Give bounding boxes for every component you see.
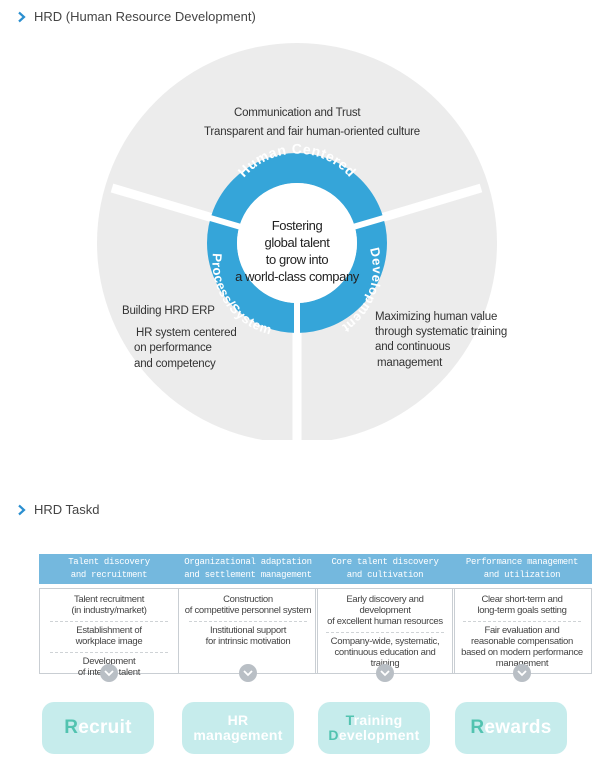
column-header-line: and cultivation <box>346 570 424 580</box>
pill-label: Training <box>318 713 430 728</box>
center-line: to grow into <box>266 252 329 267</box>
item-line: Institutional support <box>209 625 287 636</box>
section-title-hrd: HRD (Human Resource Development) <box>16 9 256 24</box>
item-line: management <box>457 658 587 669</box>
pill-training-development: Training Development <box>318 702 430 754</box>
item-line: (in industry/market) <box>71 605 147 616</box>
hrd-circle-diagram: Human Centered Development Process/Syste… <box>97 43 497 440</box>
item-line: continuous education and training <box>334 647 436 669</box>
list-item: Construction of competitive personnel sy… <box>179 594 317 619</box>
list-item: Institutional support for intrinsic moti… <box>179 625 317 650</box>
pill-label: Rewards <box>455 717 567 739</box>
chevron-down-icon <box>100 664 118 682</box>
chevron-down-icon <box>513 664 531 682</box>
item-line: Fair evaluation and <box>484 625 560 636</box>
column-header: Talent discovery and recruitment <box>39 554 179 584</box>
center-line: Fostering <box>272 218 323 233</box>
divider <box>50 652 168 653</box>
right-segment-line: through systematic training <box>375 326 508 338</box>
column-header-line: Talent discovery <box>68 557 150 567</box>
pill-rest: raining <box>353 712 403 728</box>
task-column-rewards: Performance management and utilization C… <box>452 554 592 682</box>
task-column-recruit: Talent discovery and recruitment Talent … <box>39 554 179 682</box>
list-item: Early discovery and development of excel… <box>316 594 454 630</box>
list-item: Talent recruitment (in industry/market) <box>40 594 178 619</box>
center-line: global talent <box>265 235 331 250</box>
chevron-down-icon <box>239 664 257 682</box>
chevron-right-icon <box>18 504 26 515</box>
item-line: based on modern performance <box>461 647 583 658</box>
left-segment-line: on performance <box>134 342 212 354</box>
column-body: Construction of competitive personnel sy… <box>178 588 318 682</box>
column-body: Talent recruitment (in industry/market) … <box>39 588 179 682</box>
item-line: Talent recruitment <box>73 594 145 605</box>
item-line: long-term goals setting <box>477 605 567 616</box>
pill-initial: R <box>64 717 79 738</box>
column-header: Organizational adaptation and settlement… <box>178 554 318 584</box>
column-header-line: and settlement management <box>184 570 312 580</box>
column-header-line: Organizational adaptation <box>184 557 312 567</box>
column-header-line: and recruitment <box>70 570 148 580</box>
right-segment-line: management <box>377 357 443 369</box>
column-header-line: Core talent discovery <box>331 557 439 567</box>
column-header: Performance management and utilization <box>452 554 592 584</box>
chevron-down-icon <box>376 664 394 682</box>
right-segment-line: Maximizing human value <box>375 311 498 323</box>
pill-recruit: Recruit <box>42 702 154 754</box>
divider <box>463 621 581 622</box>
divider <box>189 621 307 622</box>
pill-hr-management: HR management <box>182 702 294 754</box>
chevron-right-icon <box>18 11 26 22</box>
center-line: a world-class company <box>235 269 360 284</box>
item-line: reasonable compensation <box>471 636 573 647</box>
list-item: Company-wide, systematic, continuous edu… <box>316 636 454 672</box>
pill-rest: ecruit <box>78 717 132 738</box>
left-segment-line: HR system centered <box>136 327 237 339</box>
pill-rest: evelopment <box>338 727 420 743</box>
list-item: Fair evaluation and reasonable compensat… <box>453 625 591 672</box>
item-line: Establishment of <box>76 625 142 636</box>
right-segment-line: and continuous <box>375 341 451 353</box>
item-line: Early discovery and development <box>346 594 424 616</box>
top-segment-line: Communication and Trust <box>234 107 361 119</box>
top-segment-line: Transparent and fair human-oriented cult… <box>204 126 420 138</box>
item-line: for intrinsic motivation <box>205 636 291 647</box>
pill-line: HR <box>227 712 249 728</box>
item-line: of excellent human resources <box>327 616 443 627</box>
item-line: Development <box>82 656 136 667</box>
center-circle <box>237 183 357 303</box>
column-header-line: and utilization <box>483 570 561 580</box>
list-item: Establishment of workplace image <box>40 625 178 650</box>
left-segment-line: Building HRD ERP <box>122 305 215 317</box>
item-line: Company-wide, systematic, <box>330 636 440 647</box>
section-title-text: HRD Taskd <box>34 502 100 517</box>
column-header: Core talent discovery and cultivation <box>315 554 455 584</box>
item-line: of competitive personnel system <box>184 605 312 616</box>
column-body: Early discovery and development of excel… <box>315 588 455 682</box>
list-item: Clear short-term and long-term goals set… <box>453 594 591 619</box>
left-segment-line: and competency <box>134 358 216 370</box>
item-line: Clear short-term and <box>481 594 563 605</box>
center-text: Fostering global talent to grow into a w… <box>235 218 360 284</box>
pill-rest: ewards <box>484 717 552 738</box>
section-title-text: HRD (Human Resource Development) <box>34 9 256 24</box>
pill-label: Development <box>318 728 430 743</box>
pill-rewards: Rewards <box>455 702 567 754</box>
pill-initial: T <box>345 712 354 728</box>
pill-initial: R <box>470 717 485 738</box>
column-header-line: Performance management <box>465 557 579 567</box>
divider <box>50 621 168 622</box>
section-title-tasks: HRD Taskd <box>16 502 100 517</box>
item-line: workplace image <box>75 636 143 647</box>
pill-initial: D <box>328 727 339 743</box>
divider <box>326 632 444 633</box>
pill-label: Recruit <box>42 717 154 739</box>
pill-line: management <box>193 727 283 743</box>
task-column-hr-management: Organizational adaptation and settlement… <box>178 554 318 682</box>
task-column-training: Core talent discovery and cultivation Ea… <box>315 554 455 682</box>
column-body: Clear short-term and long-term goals set… <box>452 588 592 682</box>
item-line: Construction <box>223 594 273 605</box>
